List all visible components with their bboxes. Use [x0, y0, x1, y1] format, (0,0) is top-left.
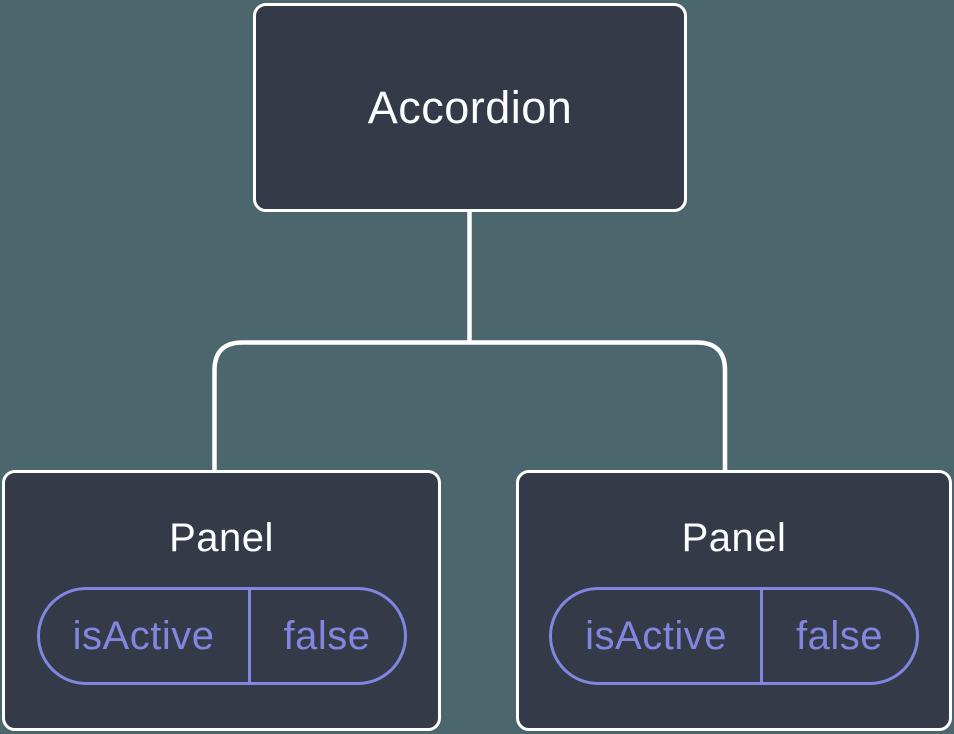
state-pill: isActive false	[36, 587, 407, 685]
accordion-node: Accordion	[253, 3, 687, 212]
panel-node-label: Panel	[681, 516, 787, 560]
state-value: false	[796, 613, 884, 658]
state-value: false	[283, 613, 371, 658]
panel-node-label: Panel	[169, 516, 274, 560]
state-pill: isActive false	[549, 587, 919, 685]
panel-node-right: Panel isActive false	[516, 470, 952, 731]
state-name: isActive	[552, 590, 764, 682]
state-name: isActive	[40, 590, 251, 682]
connector-branch-line	[212, 340, 728, 472]
accordion-node-label: Accordion	[367, 81, 573, 133]
panel-node-left: Panel isActive false	[2, 470, 441, 731]
